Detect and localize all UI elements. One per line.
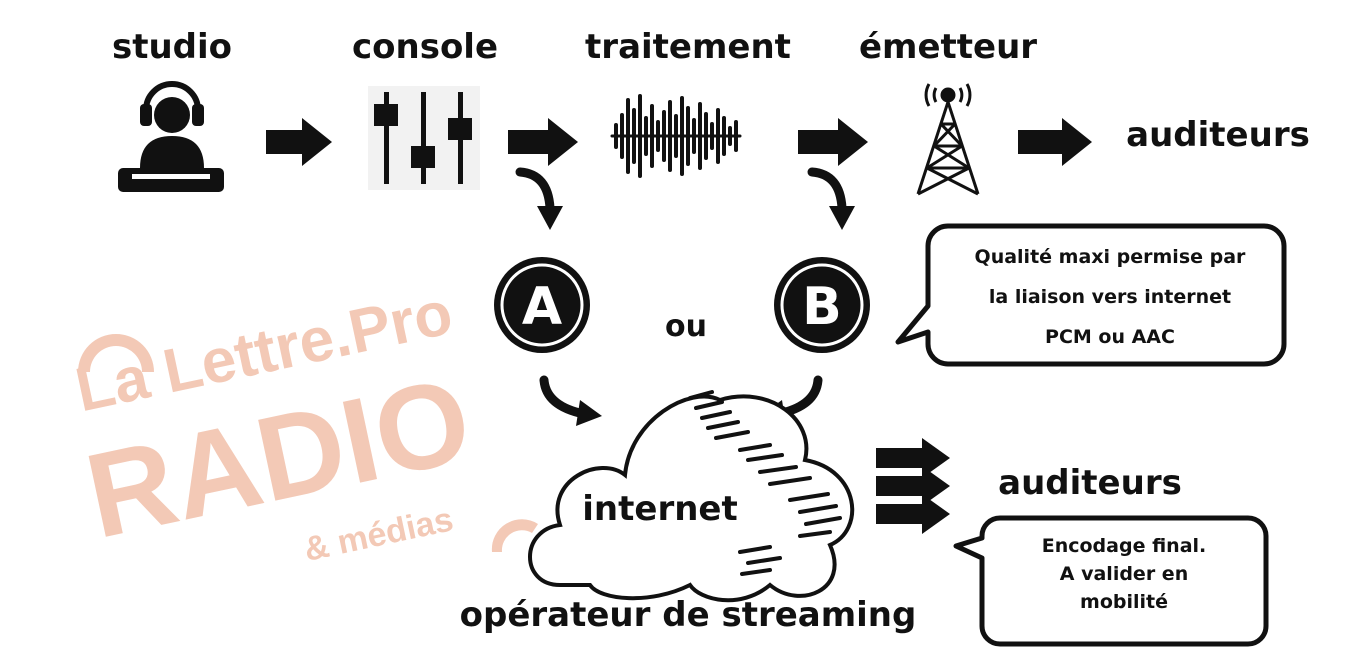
console-fader-icon [368, 86, 480, 190]
watermark-logo: La Lettre.Pro RADIO & médias [70, 278, 538, 569]
arrowhead-b [829, 206, 855, 230]
or-label: ou [665, 309, 707, 344]
watermark-signal-icon [78, 334, 154, 372]
arrow-emetteur-to-auditeurs [1018, 118, 1092, 166]
auditeurs-top-label: auditeurs [1126, 115, 1310, 155]
callout-quality-line1: Qualité maxi permise par [975, 246, 1247, 268]
arrow-internet-to-auditeurs-1 [876, 438, 950, 478]
option-a-label: A [522, 277, 562, 337]
watermark-signal-small-icon [491, 519, 538, 552]
stage-label-traitement: traitement [585, 27, 791, 67]
arrow-internet-to-auditeurs-2 [876, 466, 950, 506]
option-b-badge: B [774, 257, 870, 353]
callout-quality: Qualité maxi permise par la liaison vers… [895, 223, 1287, 367]
option-b-label: B [802, 277, 842, 337]
arrowhead-a-internet [576, 400, 602, 426]
auditeurs-bottom-label: auditeurs [998, 463, 1182, 503]
internet-cloud: internet [528, 390, 855, 603]
transmitter-tower-icon [916, 83, 980, 196]
stage-label-console: console [352, 27, 498, 67]
stage-label-studio: studio [112, 27, 232, 67]
studio-presenter-icon [118, 81, 224, 192]
operator-label: opérateur de streaming [460, 595, 917, 635]
callout-encoding-line2: A valider en [1060, 563, 1188, 585]
arrow-traitement-to-b [807, 167, 847, 213]
arrow-console-to-traitement [508, 118, 578, 166]
stage-label-emetteur: émetteur [859, 27, 1037, 67]
arrow-internet-to-auditeurs-3 [876, 494, 950, 534]
arrow-studio-to-console [266, 118, 332, 166]
internet-label: internet [582, 489, 737, 529]
cloud-hatching-icon [688, 390, 842, 576]
callout-encoding: Encodage final. A valider en mobilité [953, 515, 1269, 647]
arrowhead-a [537, 206, 563, 230]
arrow-console-to-a [515, 167, 555, 213]
callout-quality-line2: la liaison vers internet [989, 286, 1231, 308]
callout-encoding-line1: Encodage final. [1042, 535, 1207, 557]
option-a-badge: A [494, 257, 590, 353]
arrow-a-to-internet [539, 375, 589, 419]
callout-quality-line3: PCM ou AAC [1045, 326, 1175, 348]
waveform-icon [610, 94, 742, 178]
arrow-traitement-to-emetteur [798, 118, 868, 166]
callout-encoding-line3: mobilité [1080, 591, 1168, 613]
